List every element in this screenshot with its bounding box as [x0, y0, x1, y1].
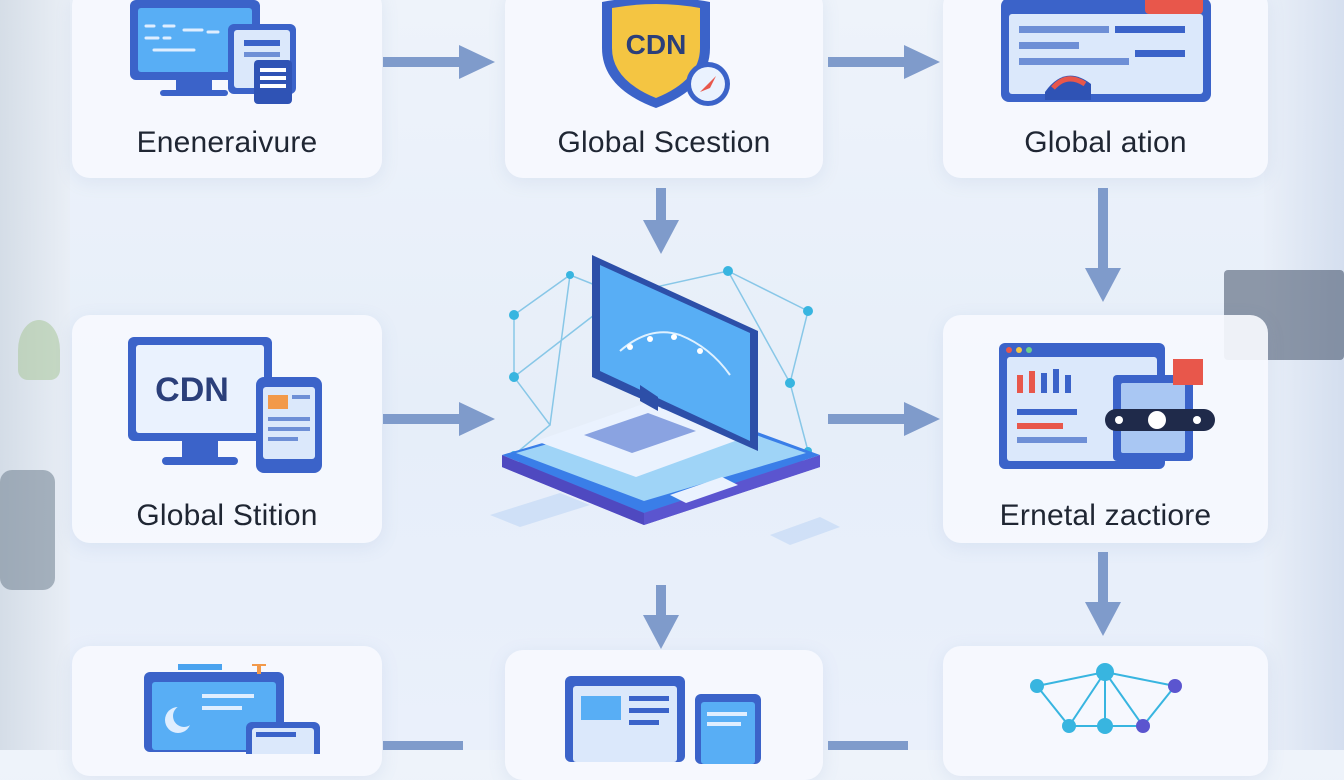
- cdn-badge-text: CDN: [155, 371, 229, 409]
- node-label: Global Scestion: [557, 126, 771, 159]
- cdn-badge-text: CDN: [626, 29, 687, 60]
- browser-devices-icon: [144, 664, 320, 754]
- arrow-right-top-right: [828, 45, 940, 79]
- arrow-right-bottom-left: [383, 741, 463, 750]
- node-label: Eneneraivure: [136, 126, 318, 159]
- cdn-monitor-tablet-icon: CDN: [128, 337, 322, 473]
- cdn-shield-icon: CDN: [602, 0, 730, 108]
- node-bottom-right[interactable]: [943, 646, 1268, 776]
- node-label: Global Stition: [136, 499, 318, 532]
- node-bottom-left[interactable]: [72, 646, 382, 776]
- analytics-window-icon: [999, 343, 1215, 469]
- plant-background: [18, 320, 60, 380]
- monitor-tablet-icon: [130, 0, 296, 104]
- node-top-center[interactable]: CDN Global Scestion: [505, 0, 823, 178]
- arrow-down-right-bottom: [1085, 552, 1121, 636]
- arrow-right-mid-right: [828, 402, 940, 436]
- arrow-down-center-top: [643, 188, 679, 254]
- node-mid-left[interactable]: CDN Global Stition: [72, 315, 382, 543]
- node-top-left[interactable]: Eneneraivure: [72, 0, 382, 178]
- browser-devices-icon: [565, 676, 761, 764]
- office-background-right: [1264, 0, 1344, 750]
- arrow-right-top-left: [383, 45, 495, 79]
- node-bottom-center[interactable]: [505, 650, 823, 780]
- chair-background: [0, 470, 55, 590]
- arrow-down-right-top: [1085, 188, 1121, 302]
- server-computer-icon: [490, 255, 840, 545]
- network-graph-icon: [1030, 663, 1182, 734]
- arrow-down-center-bottom: [643, 585, 679, 649]
- arrow-right-mid-left: [383, 402, 495, 436]
- node-mid-right[interactable]: Ernetal zactiore: [943, 315, 1268, 543]
- node-top-right[interactable]: Global ation: [943, 0, 1268, 178]
- arrow-right-bottom-right: [828, 741, 908, 750]
- dashboard-browser-icon: [1001, 0, 1211, 102]
- node-label: Global ation: [1024, 126, 1187, 159]
- node-label: Ernetal zactiore: [999, 499, 1212, 532]
